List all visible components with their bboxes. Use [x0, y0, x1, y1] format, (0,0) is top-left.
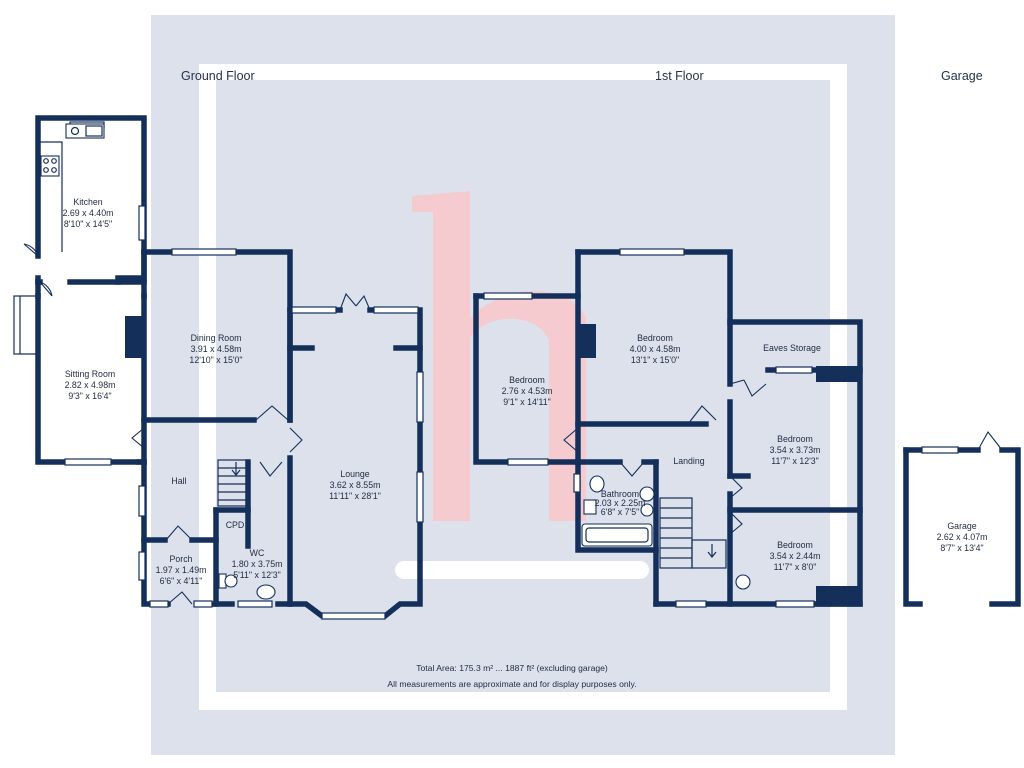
bedroom-se-name: Bedroom [777, 540, 813, 550]
bedroom-east-metric: 3.54 x 3.73m [770, 445, 821, 455]
porch-metric: 1.97 x 1.49m [156, 565, 207, 575]
wc-name: WC [250, 548, 265, 558]
bathroom-metric: 2.03 x 2.25m [595, 498, 646, 508]
bedroom-main-metric: 4.00 x 4.58m [630, 344, 681, 354]
bedroom-small-metric: 2.76 x 4.53m [502, 386, 553, 396]
ground-floor [13, 115, 424, 620]
toilet-icon [589, 475, 605, 493]
watermark [151, 15, 895, 755]
lounge-name: Lounge [340, 469, 369, 479]
basin-icon [639, 486, 655, 502]
dining-room-imperial: 12'10" x 15'0" [189, 355, 242, 365]
bedroom-small-imperial: 9'1" x 14'11" [503, 397, 551, 407]
garage-floor [903, 431, 1021, 607]
cpd-name: CPD [226, 520, 245, 530]
letter-h-logo-icon [412, 191, 586, 521]
hall-name: Hall [171, 476, 186, 486]
bedroom-se-imperial: 11'7" x 8'0" [774, 562, 817, 572]
garage-name: Garage [947, 521, 976, 531]
garage-title: Garage [941, 69, 983, 83]
sitting-room-metric: 2.82 x 4.98m [65, 380, 116, 390]
bedroom-east-imperial: 11'7" x 12'3" [771, 456, 819, 466]
bedroom-east-name: Bedroom [777, 434, 813, 444]
porch-name: Porch [170, 554, 193, 564]
basin-icon [735, 574, 751, 590]
wc-metric: 1.80 x 3.75m [232, 559, 283, 569]
dining-room-name: Dining Room [191, 333, 242, 343]
first-floor-title: 1st Floor [655, 69, 704, 83]
garage-metric: 2.62 x 4.07m [937, 532, 988, 542]
room-labels: Kitchen 2.69 x 4.40m 8'10" x 14'5" Sitti… [63, 197, 988, 586]
disclaimer-text: All measurements are approximate and for… [387, 679, 636, 689]
porch-imperial: 6'6" x 4'11" [160, 576, 203, 586]
sitting-room-name: Sitting Room [65, 369, 115, 379]
bedroom-small-name: Bedroom [509, 375, 545, 385]
bath-icon [581, 523, 653, 547]
landing-name: Landing [673, 456, 704, 466]
garage-imperial: 8'7" x 13'4" [940, 543, 983, 553]
door-icon [23, 243, 39, 257]
kitchen-imperial: 8'10" x 14'5" [64, 219, 112, 229]
hob-icon [40, 155, 60, 177]
kitchen-name: Kitchen [73, 197, 102, 207]
first-floor [473, 248, 863, 608]
stair-arrow-icon [231, 462, 241, 476]
sitting-room-imperial: 9'3" x 16'4" [68, 391, 111, 401]
bedroom-main-imperial: 13'1" x 15'0" [631, 355, 679, 365]
basin-icon [256, 584, 276, 600]
bedroom-se-metric: 3.54 x 2.44m [770, 551, 821, 561]
total-area-text: Total Area: 175.3 m² ... 1887 ft² (exclu… [416, 663, 608, 673]
dining-room-metric: 3.91 x 4.58m [191, 344, 242, 354]
bedroom-main-name: Bedroom [637, 333, 673, 343]
ground-floor-title: Ground Floor [181, 69, 255, 83]
stair-arrow-icon [707, 544, 717, 558]
kitchen-metric: 2.69 x 4.40m [63, 208, 114, 218]
bathroom-imperial: 6'8" x 7'5" [601, 507, 639, 517]
lounge-imperial: 11'11" x 28'1" [329, 491, 381, 501]
eaves-storage-name: Eaves Storage [763, 343, 821, 353]
bathroom-name: Bathroom [601, 489, 639, 499]
lounge-metric: 3.62 x 8.55m [330, 480, 381, 490]
wc-imperial: 5'11" x 12'3" [233, 570, 281, 580]
